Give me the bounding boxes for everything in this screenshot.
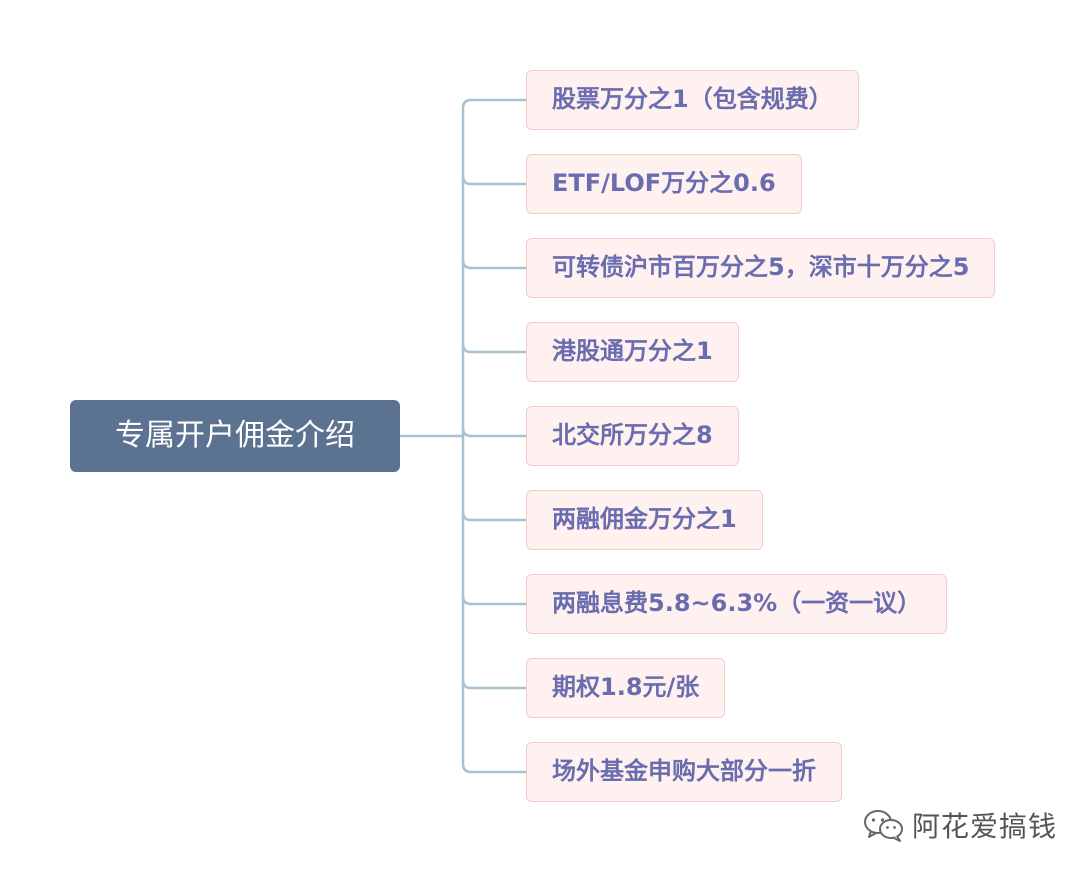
branch-node-margin-commission[interactable]: 两融佣金万分之1 [526,490,763,550]
watermark-text: 阿花爱搞钱 [912,810,1058,843]
branch-connector-2 [461,259,526,270]
branch-connector-4 [461,427,526,438]
branch-node-etf-lof[interactable]: ETF/LOF万分之0.6 [526,154,802,214]
branch-node-bse[interactable]: 北交所万分之8 [526,406,739,466]
branch-connector-6 [461,595,526,606]
branch-connector-7 [461,679,526,690]
branch-node-margin-interest[interactable]: 两融息费5.8~6.3%（一资一议） [526,574,948,634]
branch-connector-5 [461,511,526,522]
branch-node-hk-connect[interactable]: 港股通万分之1 [526,322,739,382]
branch-connector-0 [461,98,526,109]
branch-connector-8 [461,763,526,774]
wechat-icon [864,810,903,842]
branch-connector-1 [461,175,526,186]
branch-node-otc-fund[interactable]: 场外基金申购大部分一折 [526,742,842,802]
branch-node-stock[interactable]: 股票万分之1（包含规费） [526,70,859,130]
branch-node-options[interactable]: 期权1.8元/张 [526,658,726,718]
branch-node-convertible[interactable]: 可转债沪市百万分之5，深市十万分之5 [526,238,996,298]
watermark: 阿花爱搞钱 [862,805,1057,845]
root-node[interactable]: 专属开户佣金介绍 [70,400,400,472]
branch-connector-3 [461,343,526,354]
